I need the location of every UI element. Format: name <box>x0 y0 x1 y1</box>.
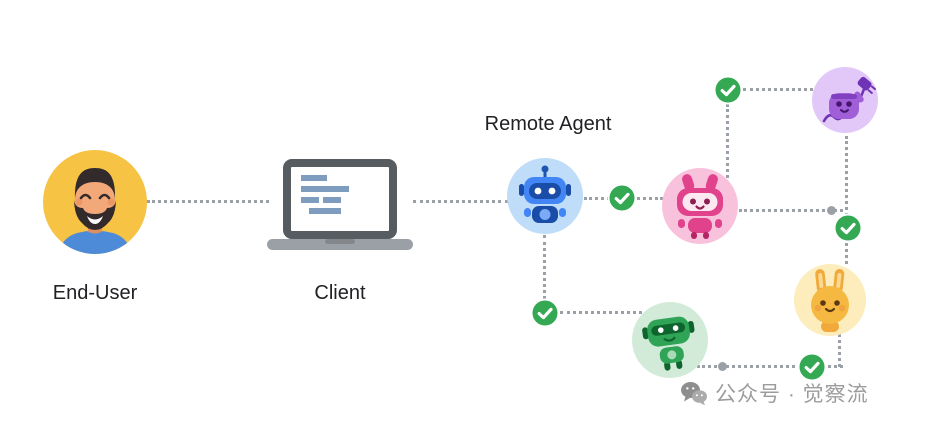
person-avatar-icon <box>43 150 147 254</box>
green-robot-icon <box>632 302 708 378</box>
end-user-label: End-User <box>52 282 138 304</box>
connector-line-pink-up <box>726 104 729 178</box>
connector-line-remoteagent-down <box>543 235 546 299</box>
connector-line-check-green <box>560 311 642 314</box>
remote-agent-label: Remote Agent <box>484 113 612 135</box>
yellow-bunny-bot-icon <box>794 264 866 336</box>
connector-line-pink-right <box>739 209 843 212</box>
client-node <box>265 157 415 252</box>
connector-line-green-bottomright <box>697 365 843 368</box>
client-label: Client <box>314 282 366 304</box>
blue-robot-icon <box>507 158 583 234</box>
connector-line-purple-yellow <box>845 136 848 264</box>
connector-line-enduser-client <box>147 200 269 203</box>
end-user-node <box>43 150 147 254</box>
watermark: 公众号 · 觉察流 <box>680 378 869 408</box>
watermark-text: 公众号 · 觉察流 <box>715 383 869 406</box>
connector-line-yellow-down <box>838 334 841 367</box>
connector-line-topcheck-purple <box>743 88 813 91</box>
check-icon <box>833 213 863 243</box>
junction-dot <box>718 362 727 371</box>
check-icon <box>713 75 743 105</box>
check-icon <box>797 352 827 382</box>
check-icon <box>530 298 560 328</box>
purple-agent-node <box>812 67 878 133</box>
check-icon <box>607 183 637 213</box>
remote-agent-node <box>507 158 583 234</box>
wechat-icon <box>681 381 707 405</box>
purple-robot-with-plug-icon <box>812 67 878 133</box>
connector-line-client-remoteagent <box>413 200 508 203</box>
laptop-icon <box>267 159 413 250</box>
pink-robot-icon <box>662 168 738 244</box>
pink-agent-node <box>662 168 738 244</box>
yellow-agent-node <box>794 264 866 336</box>
green-agent-node <box>632 302 708 378</box>
junction-dot <box>827 206 836 215</box>
